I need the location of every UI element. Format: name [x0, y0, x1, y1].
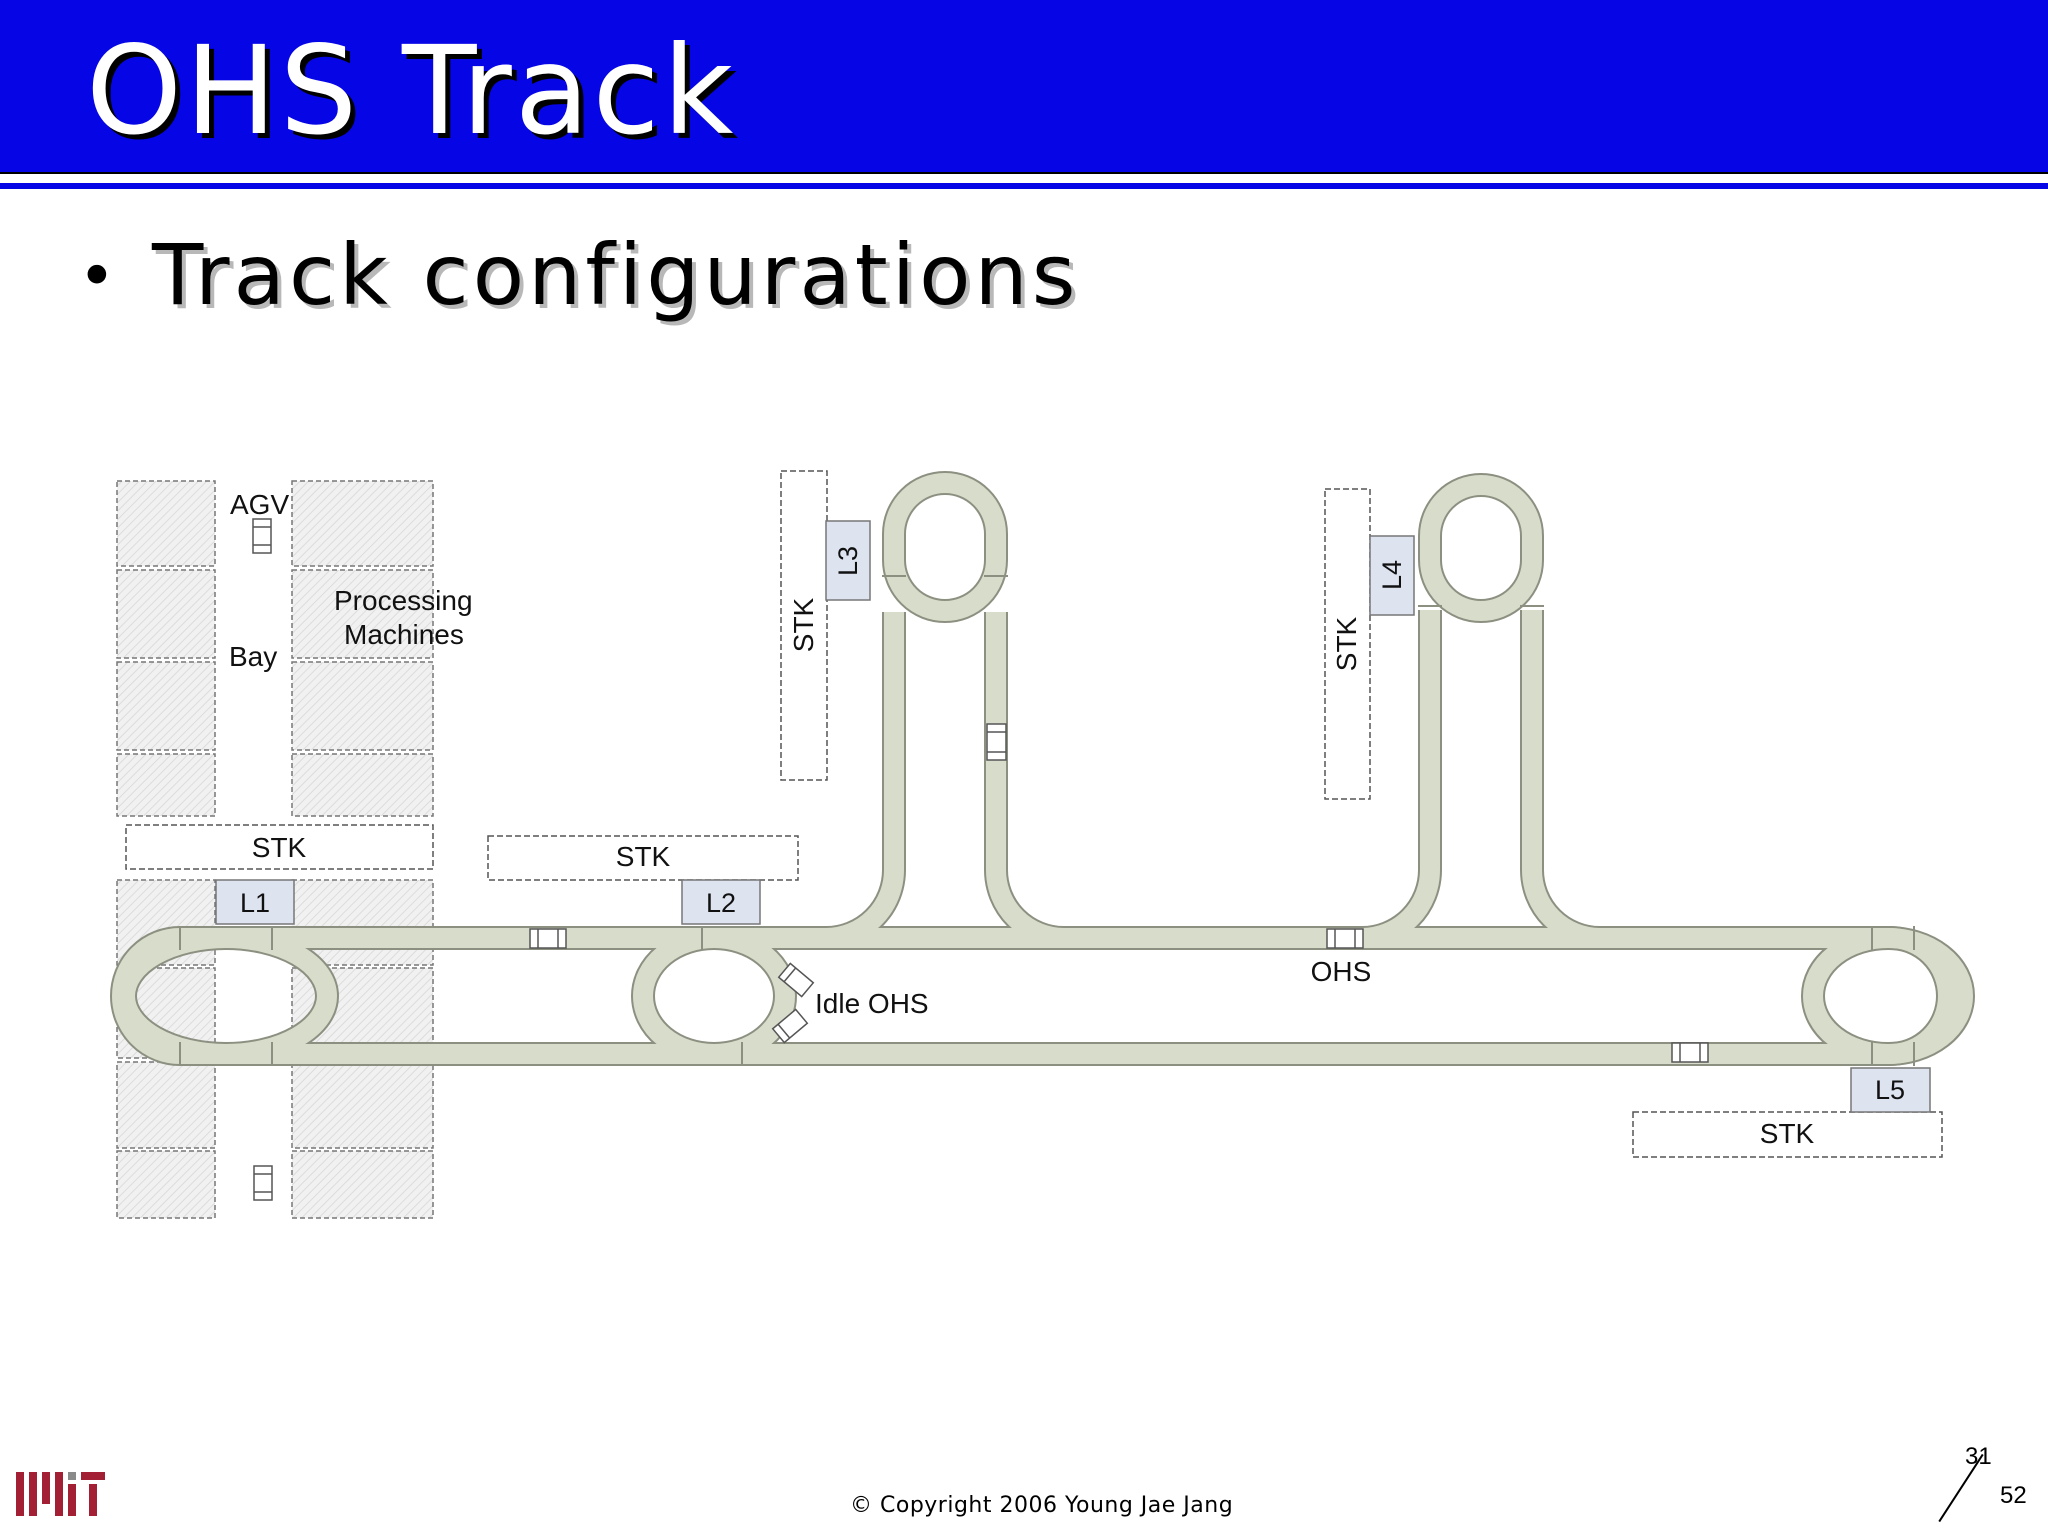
page-total: 52 [2000, 1482, 2027, 1509]
stocker-l3 [780, 470, 828, 781]
machine-block [116, 753, 216, 817]
stockers [125, 470, 1943, 1158]
machine-block [291, 1150, 434, 1219]
slide-title: OHS Track [86, 20, 737, 162]
l3-spur [825, 612, 1065, 950]
stocker-label: STK [616, 841, 671, 872]
l4-spur [1361, 610, 1601, 950]
idle-ohs-vehicle-icon [777, 962, 815, 998]
ohs-vehicle-icon [1671, 1042, 1709, 1063]
stocker-label: STK [788, 597, 819, 652]
loop-label: L1 [240, 888, 270, 918]
stocker-l5 [1632, 1111, 1943, 1158]
stocker-label: STK [252, 832, 307, 863]
loop-label: L4 [1377, 560, 1407, 590]
bay-label: Bay [229, 641, 277, 672]
machine-block [116, 1150, 216, 1219]
machine-block [116, 480, 216, 567]
title-divider [0, 183, 2048, 189]
vehicles [252, 518, 1709, 1201]
processing-label: Processing [334, 585, 473, 616]
ohs-vehicle-icon [986, 723, 1007, 761]
page-current: 31 [1965, 1443, 1992, 1470]
ohs-vehicle-icon [529, 928, 567, 949]
loop-ports [215, 520, 1931, 1113]
copyright-text: © Copyright 2006 Young Jae Jang [850, 1493, 1234, 1518]
machine-block [291, 480, 434, 567]
stocker-label: STK [1760, 1118, 1815, 1149]
machine-block [291, 753, 434, 817]
agv-vehicle-icon [252, 518, 272, 554]
loop-label: L3 [833, 546, 863, 576]
machine-block [116, 569, 216, 659]
loop-label: L2 [706, 888, 736, 918]
agv-vehicle-icon [253, 1165, 273, 1201]
machine-block [291, 879, 434, 966]
ohs-label: OHS [1311, 956, 1372, 987]
port-l4 [1369, 535, 1415, 616]
port-l2 [681, 879, 761, 925]
stocker-label: STK [1331, 616, 1362, 671]
stocker-l4 [1324, 488, 1371, 800]
idle-ohs-label: Idle OHS [815, 988, 929, 1019]
port-l5 [1850, 1067, 1931, 1113]
machine-block [291, 661, 434, 751]
machine-block [291, 1061, 434, 1149]
idle-ohs-vehicle-icon [771, 1008, 809, 1044]
agv-label: AGV [230, 489, 289, 520]
ohs-vehicle-icon [1326, 928, 1364, 949]
bullet-icon: • [78, 240, 116, 314]
title-bar: OHS Track [0, 0, 2048, 174]
machines-label: Machines [344, 619, 464, 650]
machine-block [291, 569, 434, 659]
stocker-bay [125, 824, 434, 870]
machine-block [116, 661, 216, 751]
port-l1 [215, 879, 295, 925]
port-l3 [825, 520, 871, 601]
loop-label: L5 [1875, 1075, 1905, 1105]
ohs-track [110, 471, 1975, 1066]
bullet-text: Track configurations [152, 226, 1080, 324]
stocker-l2 [487, 835, 799, 881]
mit-logo [16, 1472, 105, 1516]
machine-block [116, 1061, 216, 1149]
